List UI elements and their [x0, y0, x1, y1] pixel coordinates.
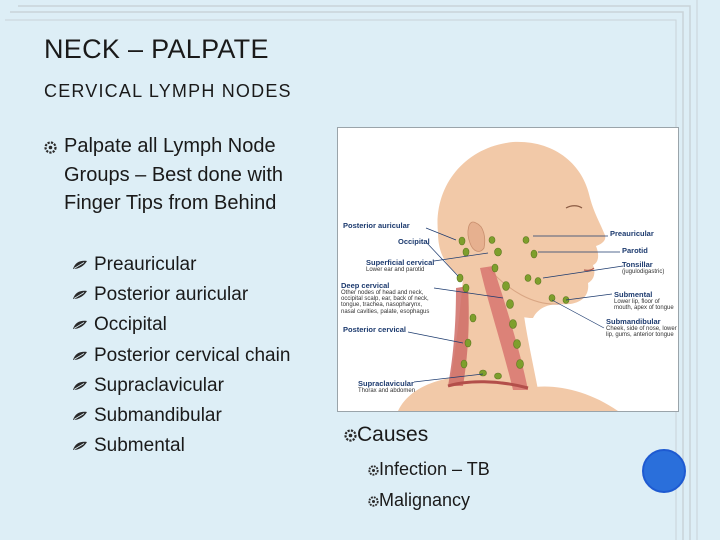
leaf-bullet-icon	[72, 341, 94, 371]
preauricular-label: Preauricular	[610, 229, 654, 238]
list-item-label: Submandibular	[94, 404, 222, 426]
head-neck-illustration	[398, 141, 624, 411]
supraclavicular-label: Supraclavicular Thorax and abdomen	[358, 379, 416, 394]
cause-item: Malignancy	[368, 490, 470, 511]
list-item: Posterior auricular	[72, 280, 290, 310]
gear-bullet-icon	[368, 459, 379, 479]
list-item-label: Submental	[94, 435, 185, 457]
list-item: Supraclavicular	[72, 371, 290, 401]
main-bullet: Palpate all Lymph Node Groups – Best don…	[44, 132, 324, 218]
lymph-node-diagram: Posterior auricular Occipital Superficia…	[337, 127, 679, 412]
cause-item-label: Malignancy	[379, 490, 471, 510]
list-item: Submandibular	[72, 401, 290, 431]
list-item: Submental	[72, 431, 290, 461]
lymph-node-group-list: Preauricular Posterior auricular Occipit…	[72, 250, 290, 461]
slide-subtitle: CERVICAL LYMPH NODES	[44, 81, 292, 101]
leaf-bullet-icon	[72, 371, 94, 401]
list-item: Preauricular	[72, 250, 290, 280]
tonsillar-label: Tonsillar (jugulodigastric)	[622, 260, 665, 275]
list-item: Posterior cervical chain	[72, 341, 290, 371]
cause-item: Infection – TB	[368, 459, 490, 480]
leaf-bullet-icon	[72, 310, 94, 340]
gear-bullet-icon	[344, 423, 357, 446]
list-item-label: Occipital	[94, 314, 167, 336]
list-item-label: Supraclavicular	[94, 374, 224, 396]
superficial-cervical-label: Superficial cervical Lower ear and parot…	[366, 258, 435, 273]
causes-heading: Causes	[344, 423, 428, 447]
list-item-label: Posterior auricular	[94, 284, 249, 306]
list-item-label: Posterior cervical chain	[94, 344, 291, 366]
submental-label: Submental Lower lip, floor of mouth, ape…	[614, 290, 674, 312]
main-bullet-text: Palpate all Lymph Node Groups – Best don…	[64, 135, 284, 214]
leaf-bullet-icon	[72, 401, 94, 431]
slide-title: NECK – PALPATE	[44, 34, 269, 64]
cause-item-label: Infection – TB	[379, 459, 490, 479]
parotid-label: Parotid	[622, 246, 648, 255]
leaf-bullet-icon	[72, 431, 94, 461]
gear-bullet-icon	[368, 490, 379, 510]
occipital-label: Occipital	[398, 237, 430, 246]
posterior-cervical-label: Posterior cervical	[343, 325, 406, 334]
leaf-bullet-icon	[72, 250, 94, 280]
leaf-bullet-icon	[72, 280, 94, 310]
list-item-label: Preauricular	[94, 254, 197, 275]
list-item: Occipital	[72, 310, 290, 340]
slide-nav-button[interactable]	[642, 449, 686, 493]
submandibular-label: Submandibular Cheek, side of nose, lower…	[606, 317, 677, 339]
deep-cervical-label: Deep cervical Other nodes of head and ne…	[341, 281, 430, 315]
gear-bullet-icon	[44, 133, 57, 162]
posterior-auricular-label: Posterior auricular	[343, 221, 410, 230]
causes-heading-text: Causes	[357, 423, 429, 446]
